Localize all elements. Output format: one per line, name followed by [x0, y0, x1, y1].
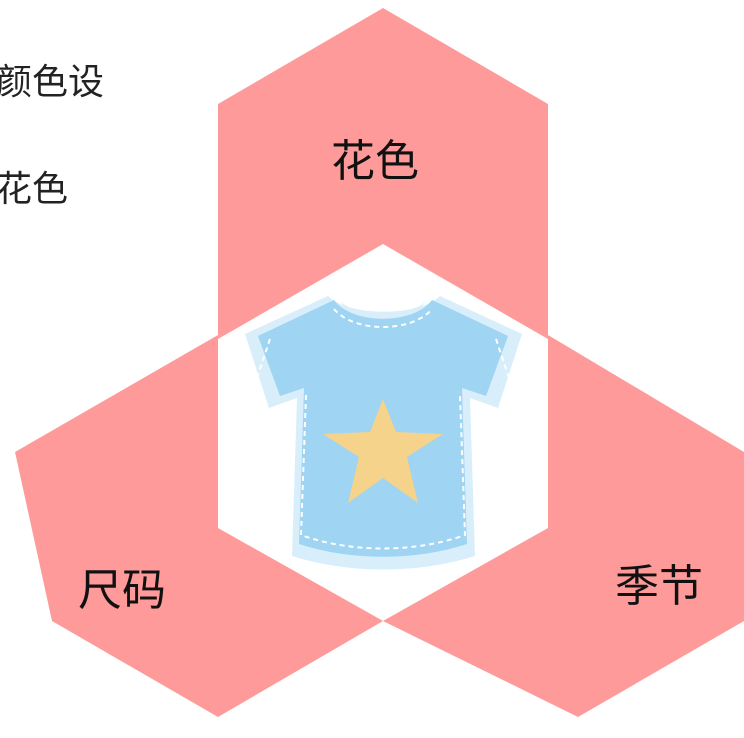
left-hexagon-label: 尺码: [78, 565, 166, 616]
right-hexagon-label: 季节: [615, 561, 703, 612]
star-icon: [323, 399, 443, 503]
tshirt-icon: [245, 296, 522, 570]
shirt-collar: [340, 301, 426, 317]
side-text-line-1: 颜色设: [0, 62, 105, 103]
top-hexagon-label: 花色: [331, 136, 419, 187]
side-text-line-2: 花色: [0, 169, 69, 210]
